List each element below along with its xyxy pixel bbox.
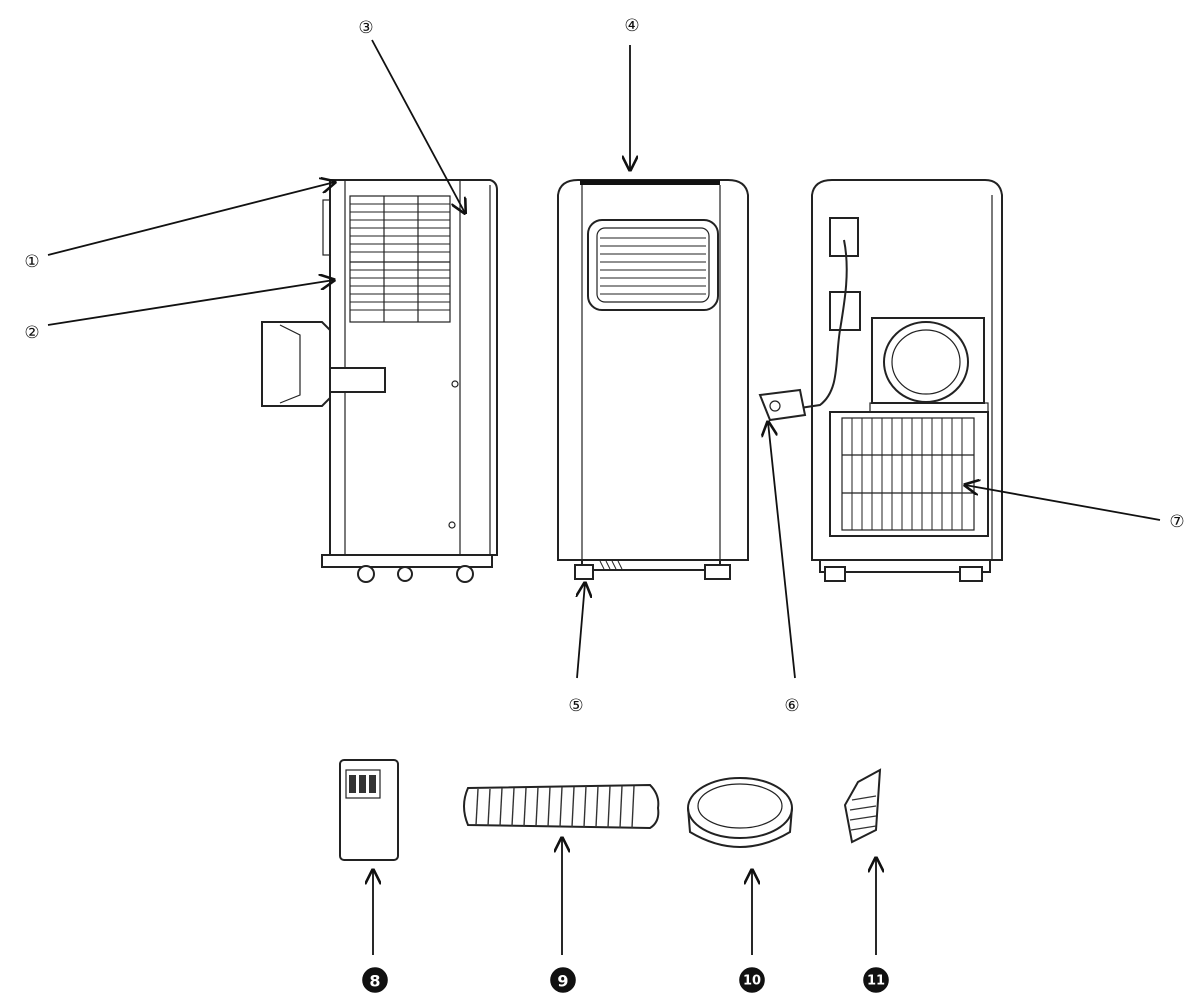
accessory-exhaust-hose	[463, 783, 660, 830]
svg-text:⑥: ⑥	[784, 696, 799, 716]
leader-arrows	[47, 39, 1161, 955]
exhaust-port	[871, 317, 985, 404]
callout-11: 11	[863, 967, 889, 993]
svg-text:④: ④	[624, 16, 639, 36]
svg-text:⑤: ⑤	[568, 696, 583, 716]
accessory-window-adapter	[843, 768, 882, 844]
power-plug	[758, 388, 807, 422]
callout-5: ⑤	[568, 696, 583, 716]
svg-text:⑦: ⑦	[1169, 512, 1184, 532]
callout-10: 10	[739, 967, 765, 993]
rear-air-inlet-filter	[829, 411, 989, 537]
callout-4: ④	[624, 16, 639, 36]
callout-6: ⑥	[784, 696, 799, 716]
svg-text:11: 11	[867, 974, 885, 989]
unit-front-view	[557, 179, 749, 580]
side-air-inlet-grille	[349, 195, 451, 323]
front-air-outlet-louvre	[587, 219, 719, 311]
callout-1: ①	[24, 252, 39, 272]
svg-text:9: 9	[557, 972, 568, 991]
svg-text:②: ②	[24, 323, 39, 343]
unit-back-view	[758, 179, 1003, 582]
callout-2: ②	[24, 323, 39, 343]
callout-3: ③	[358, 18, 373, 38]
svg-text:③: ③	[358, 18, 373, 38]
svg-text:8: 8	[369, 972, 380, 991]
callout-9: 9	[550, 967, 576, 993]
unit-side-view	[261, 179, 498, 583]
svg-text:①: ①	[24, 252, 39, 272]
accessory-remote-unit	[339, 759, 399, 861]
callout-7: ⑦	[1169, 512, 1184, 532]
accessory-adapter-ring	[687, 777, 793, 848]
callout-8: 8	[362, 967, 388, 993]
svg-text:10: 10	[743, 974, 761, 989]
